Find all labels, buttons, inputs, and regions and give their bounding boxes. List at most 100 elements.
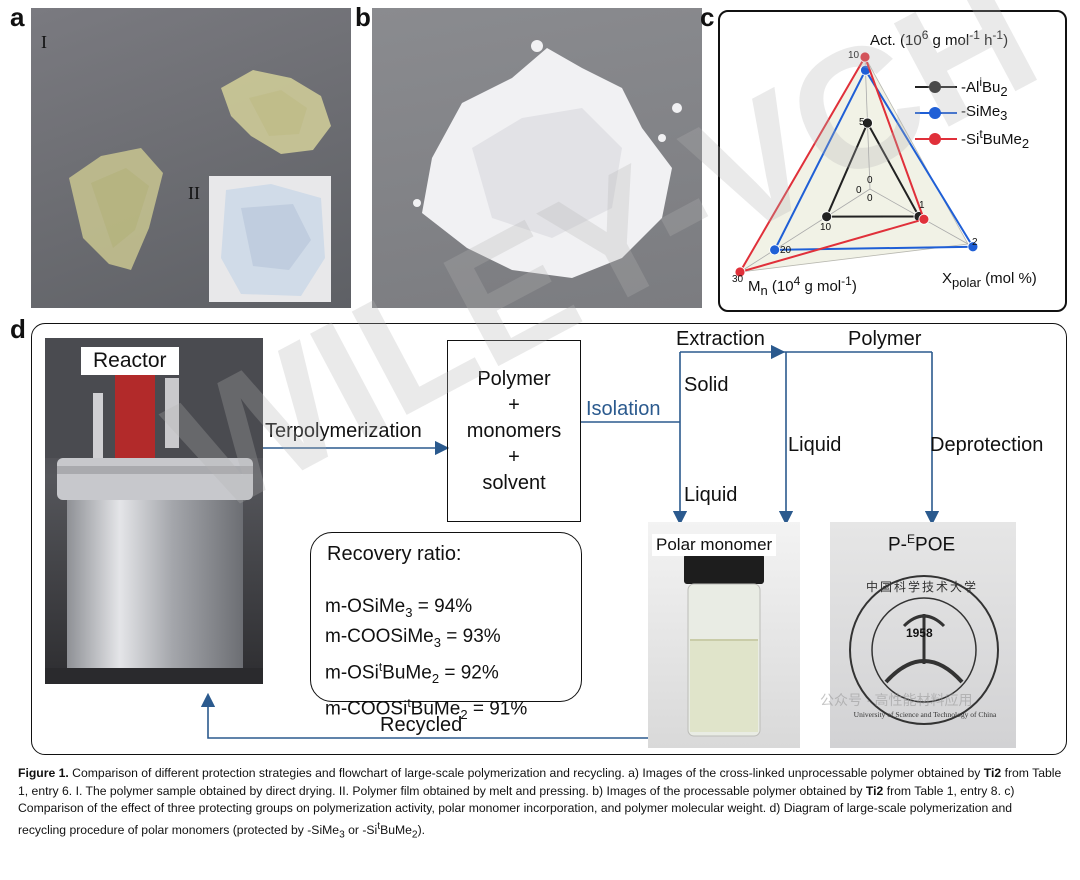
label-I: I xyxy=(41,32,47,52)
pepoe-label: P-EPOE xyxy=(888,532,955,556)
caption-figure-label: Figure 1. xyxy=(18,766,69,780)
caption-sup-t: t xyxy=(377,820,381,832)
caption-text-4: or -Si xyxy=(344,822,378,837)
recycled-label: Recycled xyxy=(380,714,463,736)
white-powder-image xyxy=(413,40,682,278)
recovery-row: m-COOSiMe3 = 93% xyxy=(325,625,501,650)
series-sitbume2-point xyxy=(918,213,930,225)
radar-chart xyxy=(734,51,979,278)
box-line1: Polymer xyxy=(477,368,551,390)
solid-label: Solid xyxy=(684,374,729,396)
tick-mn-10: 10 xyxy=(820,222,832,233)
series-aliBu2-point xyxy=(821,211,833,223)
caption-text-5: BuMe xyxy=(380,822,412,837)
box-line3: monomers xyxy=(466,420,562,442)
legend-label: -AliBu2 xyxy=(961,75,1008,99)
pepoe-post: POE xyxy=(915,534,956,556)
series-aliBu2-point xyxy=(862,117,873,129)
radar-axis-mn xyxy=(739,188,871,273)
seal-year: 1958 xyxy=(906,626,933,640)
pepoe-photo: P-EPOE 1958 中国科学技术大学 University of Scien… xyxy=(830,522,1016,748)
legend-swatch xyxy=(915,107,957,119)
mn-axis-text3: g mol xyxy=(800,278,842,295)
mixture-box: Polymer + monomers + solvent xyxy=(447,340,581,522)
panel-b-letter: b xyxy=(355,2,371,32)
panel-b-photo xyxy=(372,8,702,308)
isolation-label: Isolation xyxy=(586,398,661,420)
series-sime3-point xyxy=(967,241,979,253)
radar-grid xyxy=(739,56,969,273)
caption-text-1: Comparison of different protection strat… xyxy=(68,766,984,780)
xp-axis-end: (mol %) xyxy=(980,270,1037,287)
recovery-title: Recovery ratio: xyxy=(327,543,462,565)
liquid-label-2: Liquid xyxy=(684,484,738,506)
label-II: II xyxy=(188,183,200,203)
seal-image xyxy=(849,575,999,725)
xp-axis-sub: polar xyxy=(952,275,981,290)
polymer-chunks-image xyxy=(69,70,331,302)
pepoe-pre: P- xyxy=(888,534,907,556)
tick-xp-0: 0 xyxy=(867,193,873,204)
caption-ti2-a: Ti2 xyxy=(983,766,1002,780)
legend-label: -SitBuMe2 xyxy=(961,127,1030,151)
legend-swatch xyxy=(915,81,957,93)
mn-axis-sub: n xyxy=(760,283,768,298)
xp-axis-text: X xyxy=(942,270,953,287)
box-line2: + xyxy=(508,394,520,416)
reactor-label: Reactor xyxy=(81,347,179,375)
recovery-box: Recovery ratio: m-OSiMe3 = 94%m-COOSiMe3… xyxy=(310,532,582,722)
extraction-label: Extraction xyxy=(676,328,765,350)
act-axis-end: ) xyxy=(1003,32,1009,49)
panel-c-letter: c xyxy=(700,2,715,32)
liquid-label-1: Liquid xyxy=(788,434,842,456)
polymer-label: Polymer xyxy=(848,328,922,350)
radar-series xyxy=(734,51,979,278)
series-sime3-line xyxy=(773,68,975,251)
caption-text-2: from Table 1, entry 6. I. The polymer sa… xyxy=(18,766,1062,798)
series-sitbume2-line xyxy=(737,54,926,274)
tick-act-10: 10 xyxy=(848,50,860,61)
caption-sub-3: 3 xyxy=(339,829,345,840)
box-line5: solvent xyxy=(482,472,546,494)
caption-ti2-b: Ti2 xyxy=(865,783,884,798)
tick-xp-1: 1 xyxy=(919,200,925,211)
act-axis-text: Act. (10 xyxy=(870,32,922,49)
seal-text: University of Science and Technology of … xyxy=(853,710,997,719)
reactor-image xyxy=(45,338,263,684)
act-axis-sup2: -1 xyxy=(969,28,980,42)
polar-monomer-label: Polar monomer xyxy=(652,534,777,556)
reactor-photo: Reactor xyxy=(45,338,263,684)
act-axis-text2: g mol xyxy=(928,32,970,49)
recovery-row: m-COOSitBuMe2 = 91% xyxy=(325,695,528,722)
legend-label: -SiMe3 xyxy=(961,103,1008,123)
recovery-row: m-OSitBuMe2 = 92% xyxy=(325,659,499,686)
caption-sub-2: 2 xyxy=(411,829,418,840)
act-axis-sup3: -1 xyxy=(992,28,1004,42)
polar-monomer-photo: Polar monomer xyxy=(648,522,800,748)
caption-text-3: from Table 1, entry 8. c) Comparison of … xyxy=(18,783,1015,837)
seal-cn: 中国科学技术大学 xyxy=(866,580,979,594)
series-sitbume2-point xyxy=(859,51,871,63)
panel-a-photo: I II xyxy=(31,8,351,308)
tick-xp-2: 2 xyxy=(972,237,978,248)
box-line4: + xyxy=(508,446,520,468)
legend-swatch xyxy=(915,133,957,145)
terpolymerization-label: Terpolymerization xyxy=(265,420,422,442)
mn-axis-title: Mn (104 g mol-1) xyxy=(748,274,857,298)
panel-c-frame: Act. (106 g mol-1 h-1) Mn (104 g mol-1) … xyxy=(718,10,1067,312)
panel-d-letter: d xyxy=(10,314,26,344)
figure-caption: Figure 1. Comparison of different protec… xyxy=(18,765,1062,844)
xp-axis-title: Xpolar (mol %) xyxy=(942,270,1037,290)
tick-mn-20: 20 xyxy=(780,245,792,256)
act-axis-text3: h xyxy=(979,32,993,49)
mn-axis-text: M xyxy=(748,278,761,295)
series-sitbume2-point xyxy=(734,266,746,278)
vial-image xyxy=(684,554,764,737)
act-axis-title: Act. (106 g mol-1 h-1) xyxy=(870,28,1008,49)
panel-a-letter: a xyxy=(10,2,25,32)
tick-mn-30: 30 xyxy=(732,274,744,285)
legend-entry: -SitBuMe2 xyxy=(915,126,1060,152)
act-axis-sup: 6 xyxy=(921,28,929,42)
tick-act-0: 0 xyxy=(867,175,873,186)
pepoe-sup: E xyxy=(907,532,916,546)
